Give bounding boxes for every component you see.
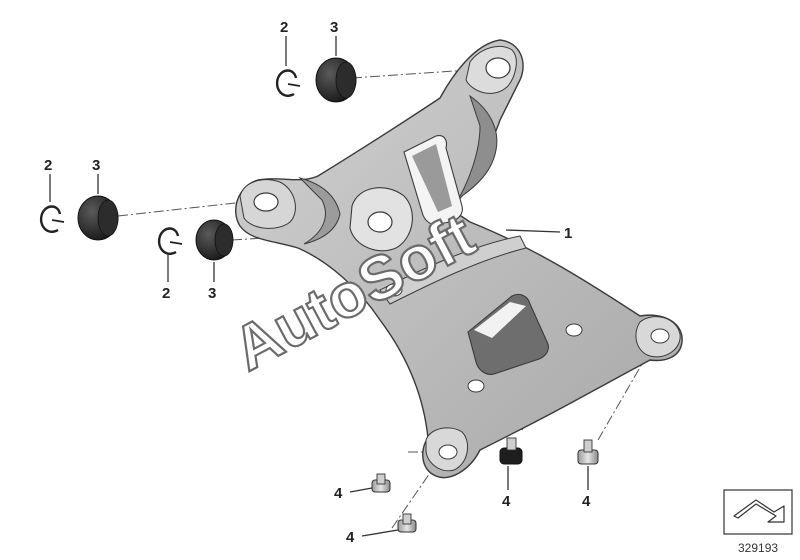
rubber-mount-middle [195,219,234,261]
hole-top [485,57,511,79]
hole-boss [367,211,393,233]
hole-left [253,192,279,212]
screw-b [397,513,417,533]
hole-lower-a [467,379,485,393]
leader-lines [49,36,589,537]
bracket-lower-cutout [467,293,549,375]
clip-middle [157,227,183,255]
clip-left [39,205,65,233]
bracket-flange-shade [451,94,498,211]
callouts: 2 3 2 3 2 3 1 4 4 4 4 [44,19,591,546]
screw-d [577,439,599,465]
diagram-number: 329193 [738,541,778,555]
clip-top [275,69,301,97]
bracket-rib [379,235,527,305]
callout-bracket: 1 [564,225,572,242]
callout-clip-left: 2 [44,157,52,174]
hole-lower-b [565,323,583,337]
hole-center [385,283,403,297]
rubber-mount-top [315,57,357,103]
screw-a [371,473,391,493]
callout-rubber-middle: 3 [208,285,216,302]
cutout-highlight [474,302,526,338]
part-arrow-icon [733,499,785,523]
callout-screw-b: 4 [346,529,355,546]
bracket [235,39,683,479]
screw-c [499,437,523,465]
hole-foot [438,444,458,460]
callout-screw-d: 4 [582,493,591,510]
slot-inner-shade [412,144,452,212]
callout-clip-middle: 2 [162,285,170,302]
hole-right-foot [650,328,670,344]
callout-rubber-left: 3 [92,157,100,174]
rubber-mount-left [77,195,119,241]
callout-rubber-top: 3 [330,19,338,36]
callout-screw-c: 4 [502,493,511,510]
reference-box: 329193 [723,489,793,555]
callout-screw-a: 4 [334,485,343,502]
bracket-left-fold [298,177,341,245]
callout-clip-top: 2 [280,19,288,36]
